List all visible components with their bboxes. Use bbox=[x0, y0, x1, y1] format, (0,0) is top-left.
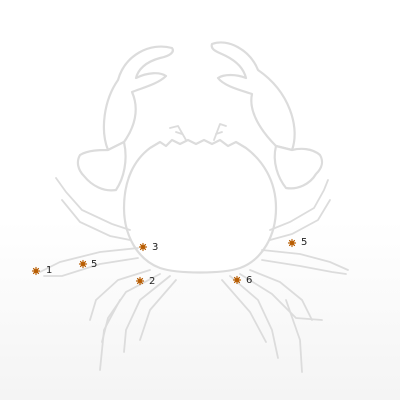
right-leg-2 bbox=[261, 249, 349, 271]
left-arm bbox=[76, 140, 127, 192]
marker-label-1: 1 bbox=[46, 265, 53, 276]
marker-3 bbox=[138, 242, 148, 252]
marker-2 bbox=[78, 259, 88, 269]
left-leg-1 bbox=[55, 177, 131, 231]
right-leg-5 bbox=[285, 299, 303, 373]
marker-label-3: 3 bbox=[152, 242, 159, 253]
right-leg-4b bbox=[221, 279, 267, 343]
left-eye-stalk bbox=[169, 125, 187, 141]
right-leg-3b bbox=[239, 273, 323, 321]
left-leg-3 bbox=[89, 269, 151, 321]
marker-label-6: 6 bbox=[246, 275, 253, 286]
marker-4 bbox=[135, 276, 145, 286]
marker-layer bbox=[31, 238, 297, 286]
marker-label-5-right: 5 bbox=[301, 237, 308, 248]
left-leg-5 bbox=[99, 299, 121, 371]
marker-label-5-left: 5 bbox=[91, 259, 98, 270]
right-arm bbox=[273, 144, 324, 190]
left-leg-4b bbox=[139, 279, 177, 341]
left-leg-4 bbox=[123, 275, 171, 353]
right-claw bbox=[210, 41, 296, 152]
right-leg-4 bbox=[229, 275, 279, 359]
right-leg-3 bbox=[249, 269, 313, 321]
marker-label-2: 2 bbox=[149, 276, 156, 287]
marker-1 bbox=[31, 266, 41, 276]
carapace bbox=[122, 138, 278, 274]
left-leg-1b bbox=[61, 199, 131, 241]
marker-5 bbox=[232, 275, 242, 285]
right-leg-2b bbox=[261, 259, 347, 275]
left-claw bbox=[102, 45, 174, 152]
right-eye-stalk bbox=[213, 123, 227, 141]
left-leg-2b bbox=[43, 257, 139, 277]
right-leg-1b bbox=[269, 199, 331, 241]
marker-6 bbox=[287, 238, 297, 248]
right-leg-1 bbox=[269, 179, 329, 231]
left-leg-2 bbox=[39, 247, 139, 273]
